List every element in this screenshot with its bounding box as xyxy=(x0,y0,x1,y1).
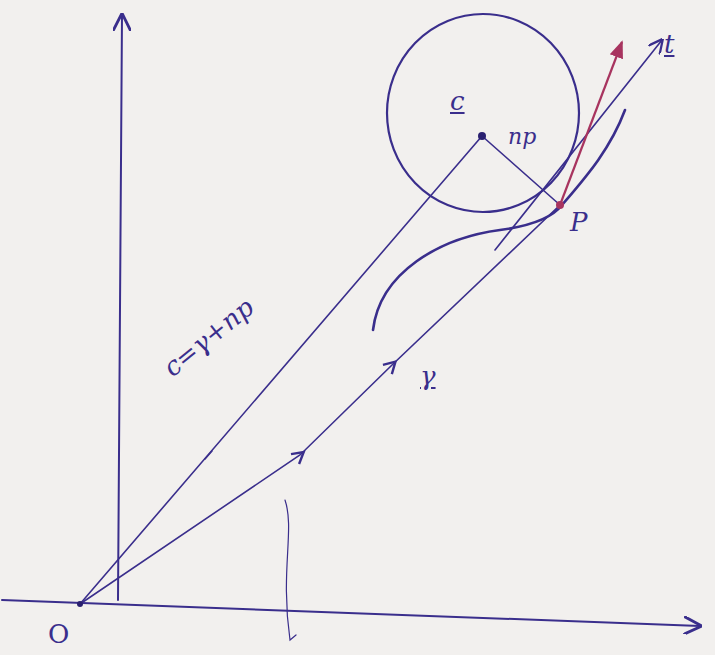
curve xyxy=(373,110,625,330)
position-vector xyxy=(80,205,560,604)
x-axis xyxy=(2,600,700,626)
tangent-line xyxy=(495,40,662,250)
point-label: P xyxy=(570,208,588,237)
centre-dot xyxy=(478,132,486,140)
tangent-label: t xyxy=(664,30,674,59)
origin-label: O xyxy=(48,620,69,649)
circle xyxy=(387,14,579,212)
unit-tangent-arrow xyxy=(560,42,622,205)
normal-label: np xyxy=(508,125,536,149)
y-axis xyxy=(118,15,122,600)
centre-label: c xyxy=(450,87,465,116)
osculating-circle: c np xyxy=(386,13,580,213)
circle-outline xyxy=(386,13,580,213)
centre-vector xyxy=(80,136,482,604)
vector-label: γ xyxy=(420,362,436,391)
origin-dot xyxy=(77,601,83,607)
vector-equation: c=γ+np xyxy=(158,293,259,383)
point-dot xyxy=(556,201,564,209)
pen-mark xyxy=(285,500,296,640)
tick xyxy=(205,451,212,459)
